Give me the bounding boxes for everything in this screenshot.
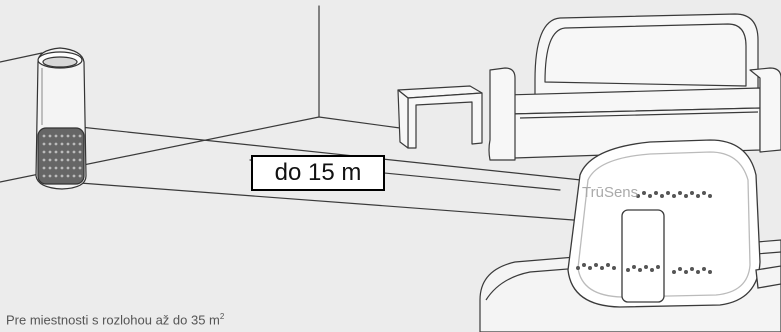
room-size-caption: Pre miestnosti s rozlohou až do 35 m2 bbox=[6, 312, 224, 327]
left-wall-top-line bbox=[0, 53, 42, 62]
caption-text: Pre miestnosti s rozlohou až do 35 m bbox=[6, 312, 220, 327]
distance-label-text: do 15 m bbox=[275, 159, 362, 187]
armchair bbox=[489, 14, 781, 160]
trusens-device: TrūSens bbox=[568, 140, 781, 307]
brand-logo: TrūSens bbox=[582, 184, 638, 201]
distance-label: do 15 m bbox=[251, 155, 385, 191]
air-purifier bbox=[36, 48, 86, 189]
caption-superscript: 2 bbox=[220, 312, 224, 321]
back-wall-floor-line bbox=[319, 117, 400, 128]
side-table bbox=[398, 86, 482, 148]
